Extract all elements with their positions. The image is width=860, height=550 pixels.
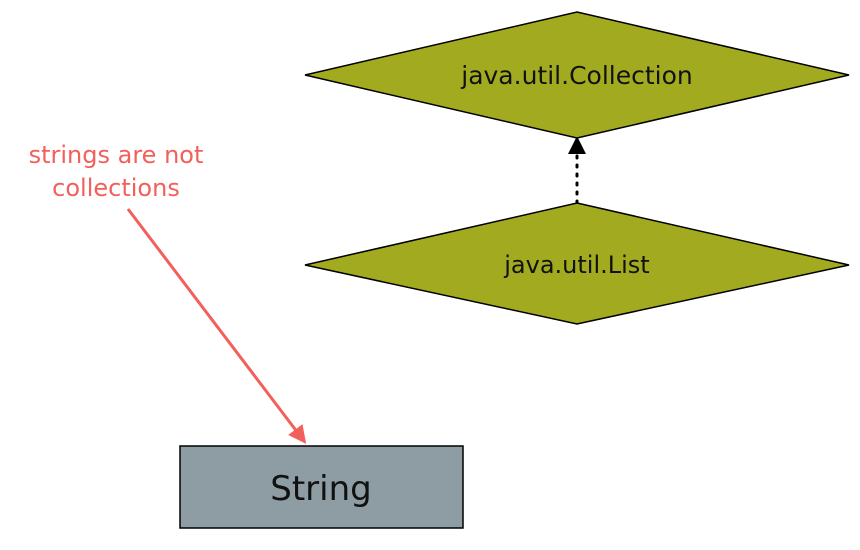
collection-label: java.util.Collection [460,61,692,90]
string-node[interactable]: String [179,445,464,529]
string-box-shape [179,445,464,529]
list-diamond-shape [304,202,850,325]
list-label: java.util.List [503,251,649,279]
annotation-line-1: strings are not [29,141,204,169]
list-node[interactable]: java.util.List [304,202,850,325]
annotation: strings are not collections [29,141,204,202]
annotation-line-2: collections [52,174,180,202]
collection-diamond-shape [304,11,850,139]
string-label: String [270,469,371,509]
annotation-to-string-edge [126,208,307,444]
collection-node[interactable]: java.util.Collection [304,11,850,139]
